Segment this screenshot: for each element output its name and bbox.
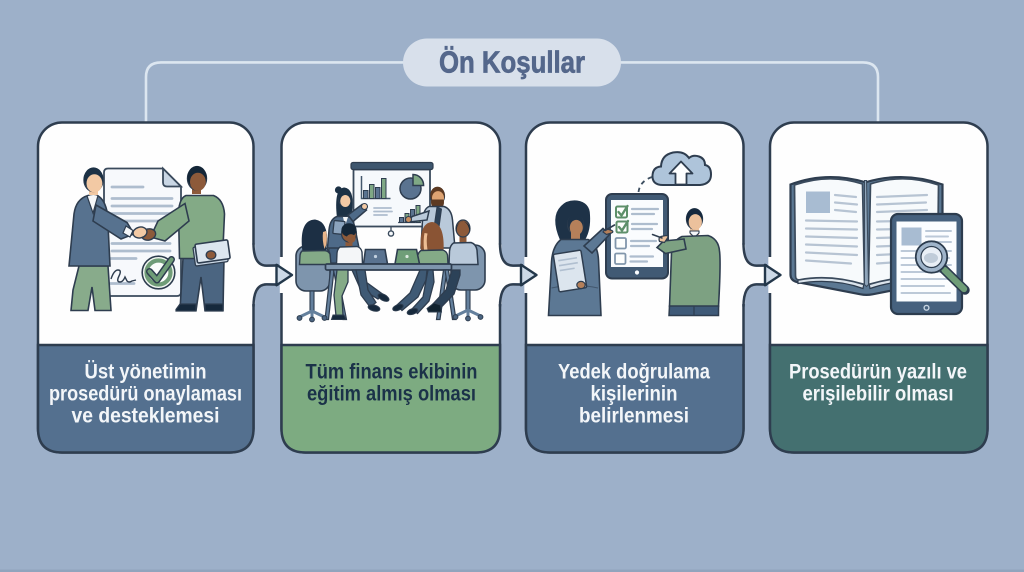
svg-text:Yedek doğrulama: Yedek doğrulama [558, 361, 710, 384]
svg-text:kişilerinin: kişilerinin [591, 383, 678, 406]
svg-text:eğitim almış olması: eğitim almış olması [307, 383, 476, 406]
svg-text:Ön Koşullar: Ön Koşullar [439, 45, 585, 80]
svg-text:Üst yönetimin: Üst yönetimin [85, 361, 207, 384]
svg-text:Tüm finans ekibinin: Tüm finans ekibinin [306, 361, 478, 384]
svg-text:erişilebilir olması: erişilebilir olması [803, 383, 954, 406]
svg-text:ve desteklemesi: ve desteklemesi [72, 405, 220, 428]
svg-text:Prosedürün yazılı ve: Prosedürün yazılı ve [789, 361, 967, 384]
svg-text:belirlenmesi: belirlenmesi [579, 405, 689, 428]
svg-text:prosedürü onaylaması: prosedürü onaylaması [49, 383, 242, 406]
